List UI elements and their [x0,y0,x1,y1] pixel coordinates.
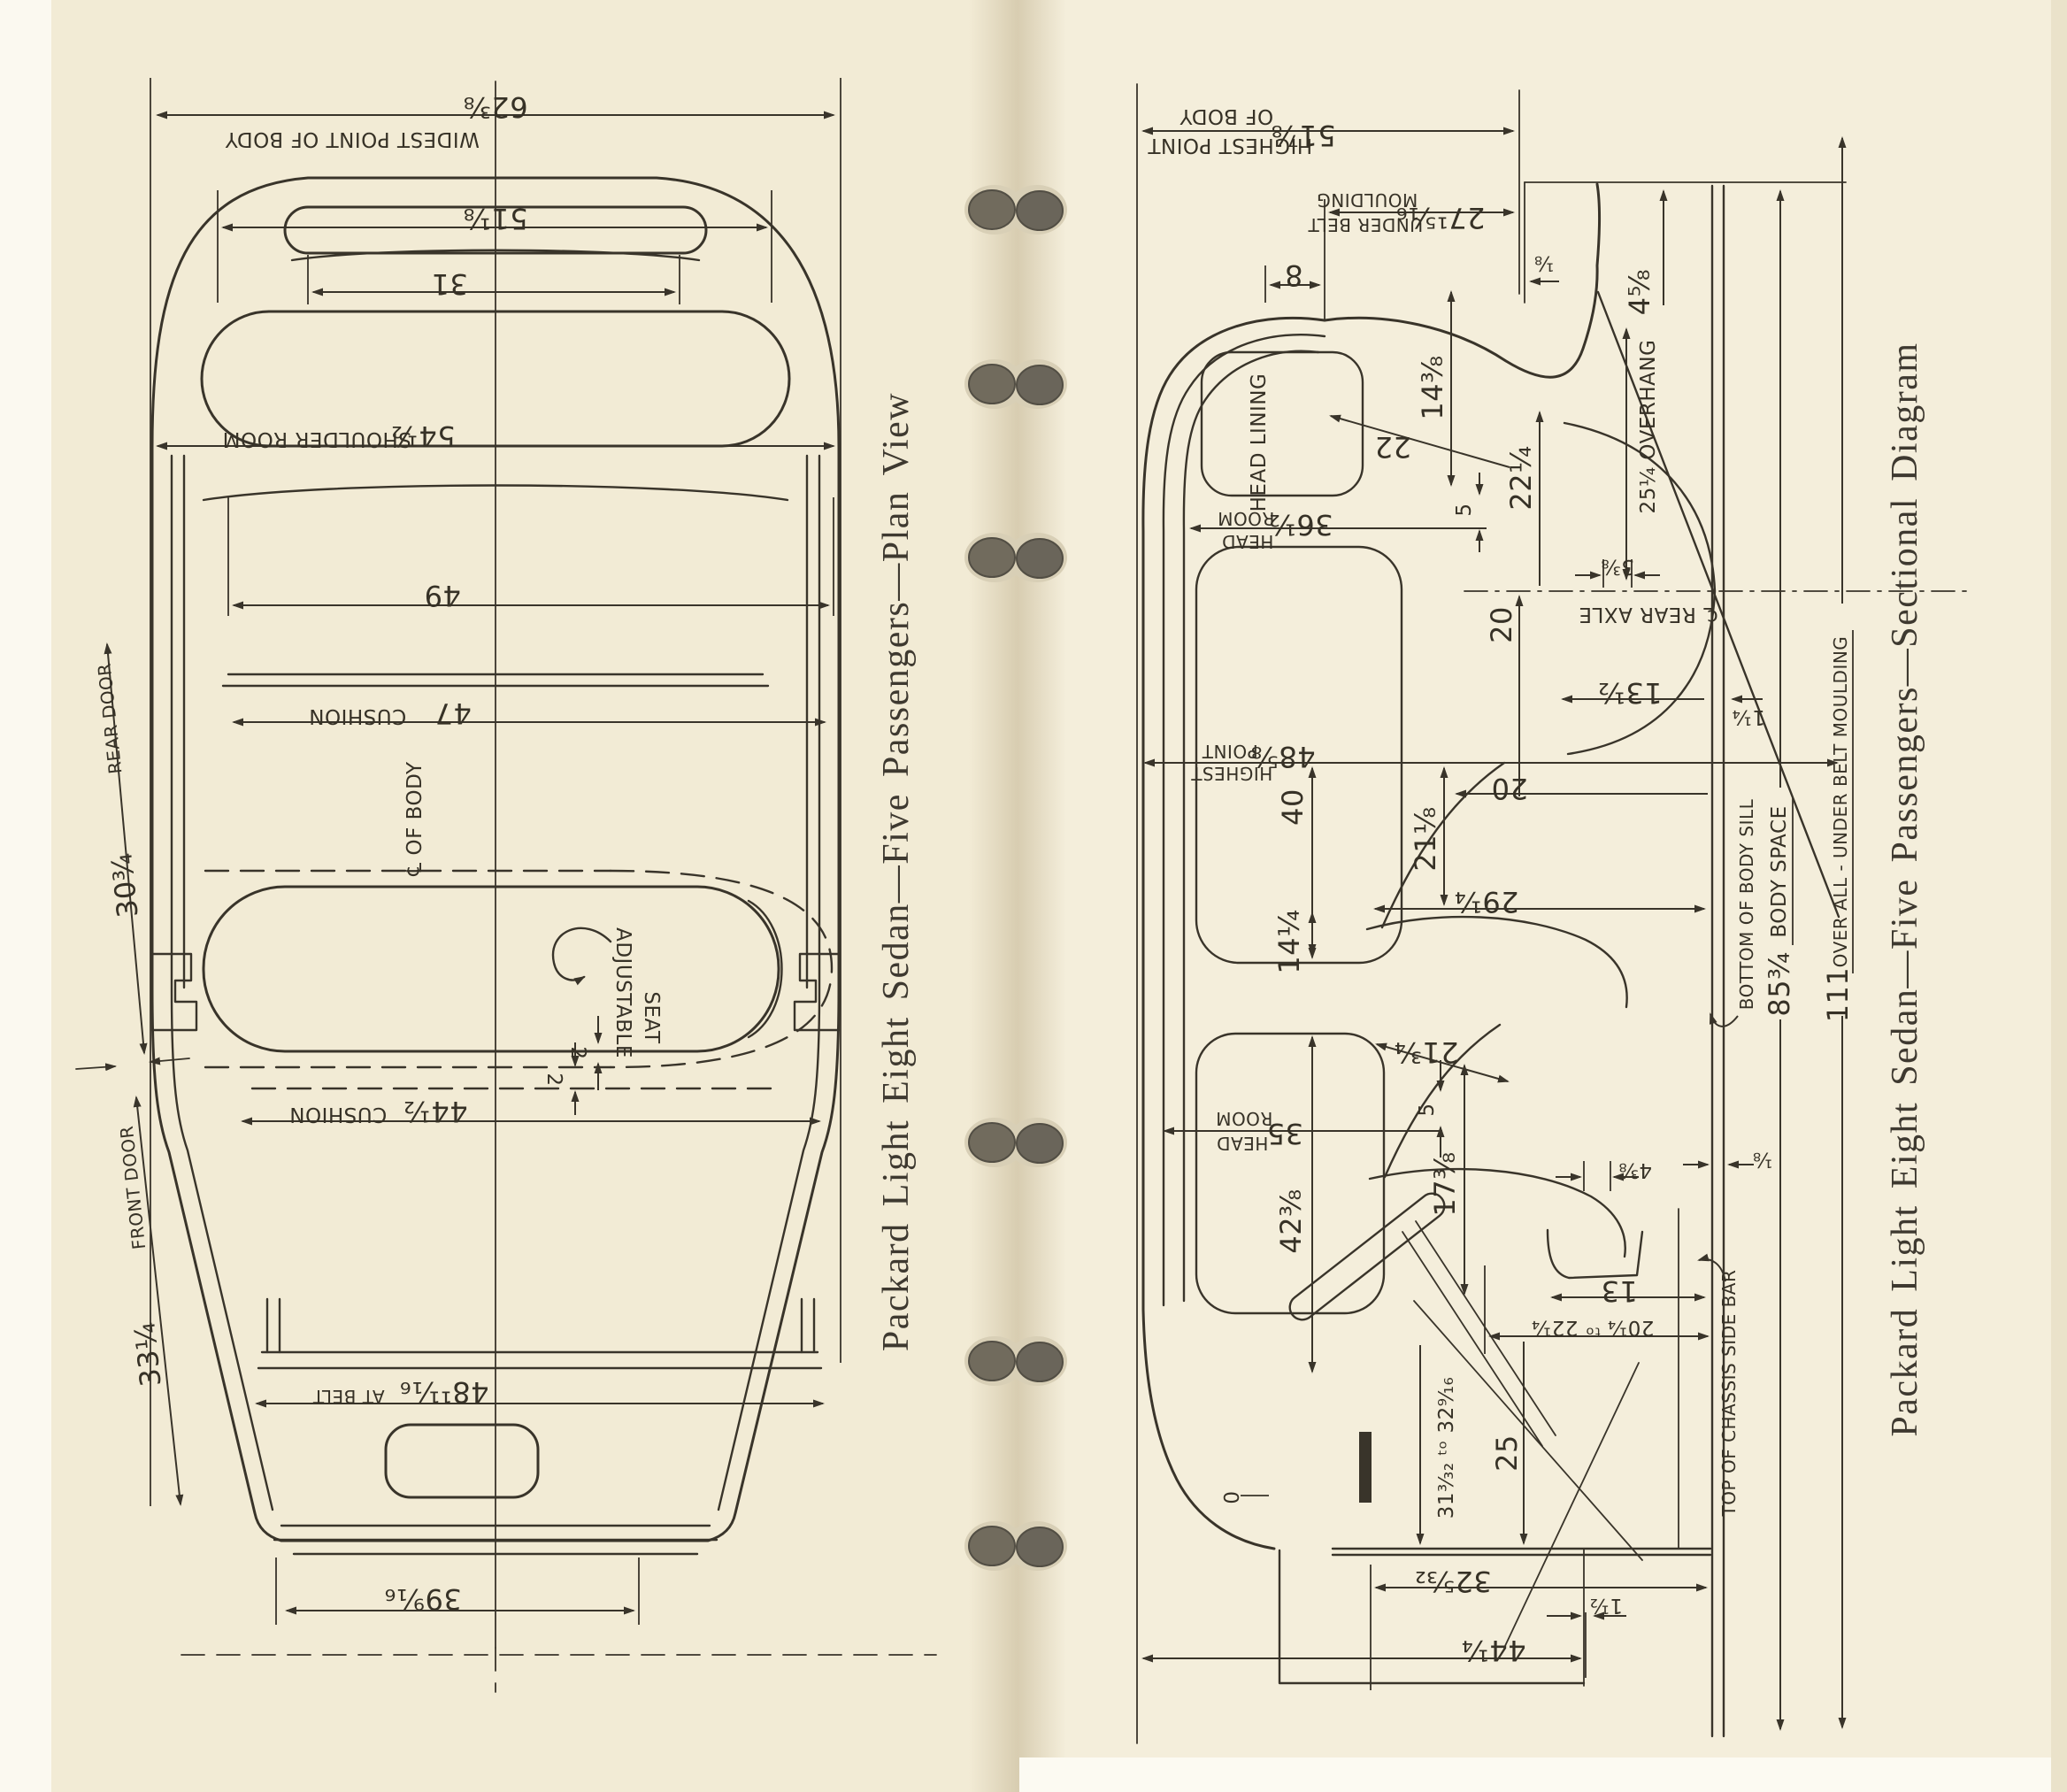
binding-grommets [964,185,1067,1571]
left-page-edge [0,0,51,1792]
dim-label-highest-point-note1: HIGHEST POINT [1147,134,1312,157]
dim-label-4-3-8: 4⅜ [1618,1158,1652,1181]
dim-label-21-3-4: 21¾ [1394,1035,1458,1069]
dim-label-40: 40 [1276,788,1310,826]
dim-label-seat-travel-a: 2 [566,1046,589,1059]
dim-label-centerline-of-body: ℄ OF BODY [403,761,426,877]
dim-label-rear-door-value: 30¾ [104,851,144,919]
dim-label-highest-point-note2: OF BODY [1179,104,1273,127]
dim-label-47-value: 47 [434,696,472,730]
dim-label-42-3-8: 42⅜ [1274,1188,1308,1253]
dim-label-8: 8 [1285,258,1303,292]
left-page [51,0,972,1792]
dim-label-36-value: 36½ [1268,508,1333,542]
dim-label-35-note2: ROOM [1216,1108,1273,1129]
binding-grommet-pair [964,1336,1067,1386]
binding-grommet-pair [964,359,1067,409]
dim-label-13-1-2: 13½ [1597,676,1662,710]
dim-label-seat-travel-b: 2 [542,1073,565,1086]
dim-label-44-note: CUSHION [289,1103,387,1126]
dim-label-35-value: 35 [1266,1117,1303,1150]
dim-label-overall-note: OVER ALL - UNDER BELT MOULDING [1830,636,1851,968]
dim-label-36-note1: ROOM [1218,508,1275,529]
dim-label-belt-note: AT BELT [312,1386,384,1407]
dim-label-shoulder-note: SHOULDER ROOM [222,427,411,450]
dim-label-highest-point-value: 51⅞ [1271,119,1335,152]
dim-label-47-note: CUSHION [309,704,406,727]
dim-label-25: 25 [1490,1434,1524,1472]
label-seat: SEAT [640,991,663,1044]
binding-grommet-pair [964,533,1067,582]
dim-label-22: 22 [1374,430,1411,464]
binding-grommet-pair [964,185,1067,235]
sectional-linework [1136,83,1974,1744]
gutter-shadow [969,0,1066,1792]
label-bottom-of-body-sill: BOTTOM OF BODY SILL [1736,798,1757,1010]
dim-label-one-eighth-top: ⅛ [1534,251,1555,274]
label-head-lining: HEAD LINING [1248,373,1271,512]
dim-label-49: 49 [424,579,461,612]
dim-label-body-space-value: 85¾ [1763,951,1796,1016]
dim-label-17-3-8: 17⅜ [1428,1151,1462,1216]
left-page-caption: Packard Light Eight Sedan—Five Passenger… [876,392,917,1351]
dim-label-4-5-8: 4⅝ [1623,269,1656,315]
dim-label-under-belt-value: 27¹⁵⁄₁₆ [1396,201,1486,235]
dim-label-1-1-2: 1½ [1589,1594,1623,1617]
plan-view-dimension-lines [104,78,841,1625]
dim-label-3-3-8: 3⅜ [1601,555,1634,578]
dim-label-belt-value: 48¹¹⁄₁₆ [400,1375,489,1409]
dim-label-0: 0 [1221,1490,1244,1504]
dim-label-35-note1: HEAD [1217,1133,1269,1154]
right-page-caption: Packard Light Eight Sedan—Five Passenger… [1885,342,1925,1436]
dim-label-31: 31 [431,267,468,301]
dim-label-14-1-4: 14¼ [1272,909,1306,973]
dim-label-shoulder-value: 54½ [390,419,455,453]
bottom-page-edge [1019,1757,2067,1792]
dim-label-44-value: 44½ [403,1095,467,1128]
right-page [1066,0,2067,1792]
dim-label-29-1-4: 29¼ [1454,885,1518,919]
dim-label-one-eighth-mid: ⅛ [1753,1148,1773,1171]
label-top-of-chassis-side-bar: TOP OF CHASSIS SIDE BAR [1718,1270,1740,1518]
dim-label-body-space-note: BODY SPACE [1768,805,1791,937]
dim-label-overall-value: 111 [1821,967,1855,1023]
dim-label-48-note2: POINT [1202,741,1258,762]
dim-label-20-upper: 20 [1485,606,1518,643]
right-page-edge [2051,0,2067,1792]
plan-view-diagram: 62⅜ WIDEST POINT OF BODY 51⅛ 31 54½ SHOU… [75,78,937,1693]
dim-label-36-note2: HEAD [1222,531,1274,552]
sectional-labels: 51⅞ HIGHEST POINT OF BODY 27¹⁵⁄₁₆ UNDER … [1147,104,1855,1667]
dim-label-overhang: 25¼ OVERHANG [1637,340,1660,514]
dim-label-51-1-8: 51⅛ [463,202,527,235]
dim-label-under-belt-note2: MOULDING [1317,189,1418,211]
dim-label-20-mid: 20 [1491,772,1528,805]
binding-grommet-pair [964,1521,1067,1571]
dim-label-1-1-4: 1¼ [1732,705,1765,728]
label-adjustable: ADJUSTABLE [611,927,634,1058]
dim-label-48-value: 48⅝ [1250,740,1315,773]
dim-label-widest-point-note: WIDEST POINT OF BODY [225,127,480,150]
dim-label-39-9-16: 39⁹⁄₁₆ [384,1582,462,1616]
dim-label-14-3-8: 14⅜ [1416,355,1449,419]
dim-label-20-to-22: 20¼ ᵗᵒ 22¼ [1531,1316,1654,1339]
dim-label-32-5-32: 32⁵⁄₃₂ [1414,1565,1492,1598]
dim-label-44-1-4: 44¼ [1461,1634,1525,1667]
dim-label-5-upper: 5 [1453,503,1476,516]
dim-label-31-to-32: 31³⁄₃₂ ᵗᵒ 32⁹⁄₁₆ [1435,1377,1458,1519]
dim-label-under-belt-note1: UNDER BELT [1308,214,1423,235]
dim-label-21-1-8: 21⅛ [1409,806,1442,871]
dim-label-front-door-value: 33¼ [127,1320,167,1388]
dim-label-5-lower: 5 [1416,1103,1439,1116]
sectional-diagram: 51⅞ HIGHEST POINT OF BODY 27¹⁵⁄₁₆ UNDER … [1136,83,1974,1744]
dim-label-widest-point-value: 62⅜ [463,90,527,124]
sectional-dimension-lines [1141,127,1854,1731]
dim-label-13: 13 [1601,1274,1638,1308]
binding-grommet-pair [964,1118,1067,1167]
dim-label-rear-axle: ℄ REAR AXLE [1579,603,1717,626]
dim-label-48-note1: HIGHEST [1190,763,1272,784]
dim-label-22-1-4: 22¼ [1504,445,1538,510]
